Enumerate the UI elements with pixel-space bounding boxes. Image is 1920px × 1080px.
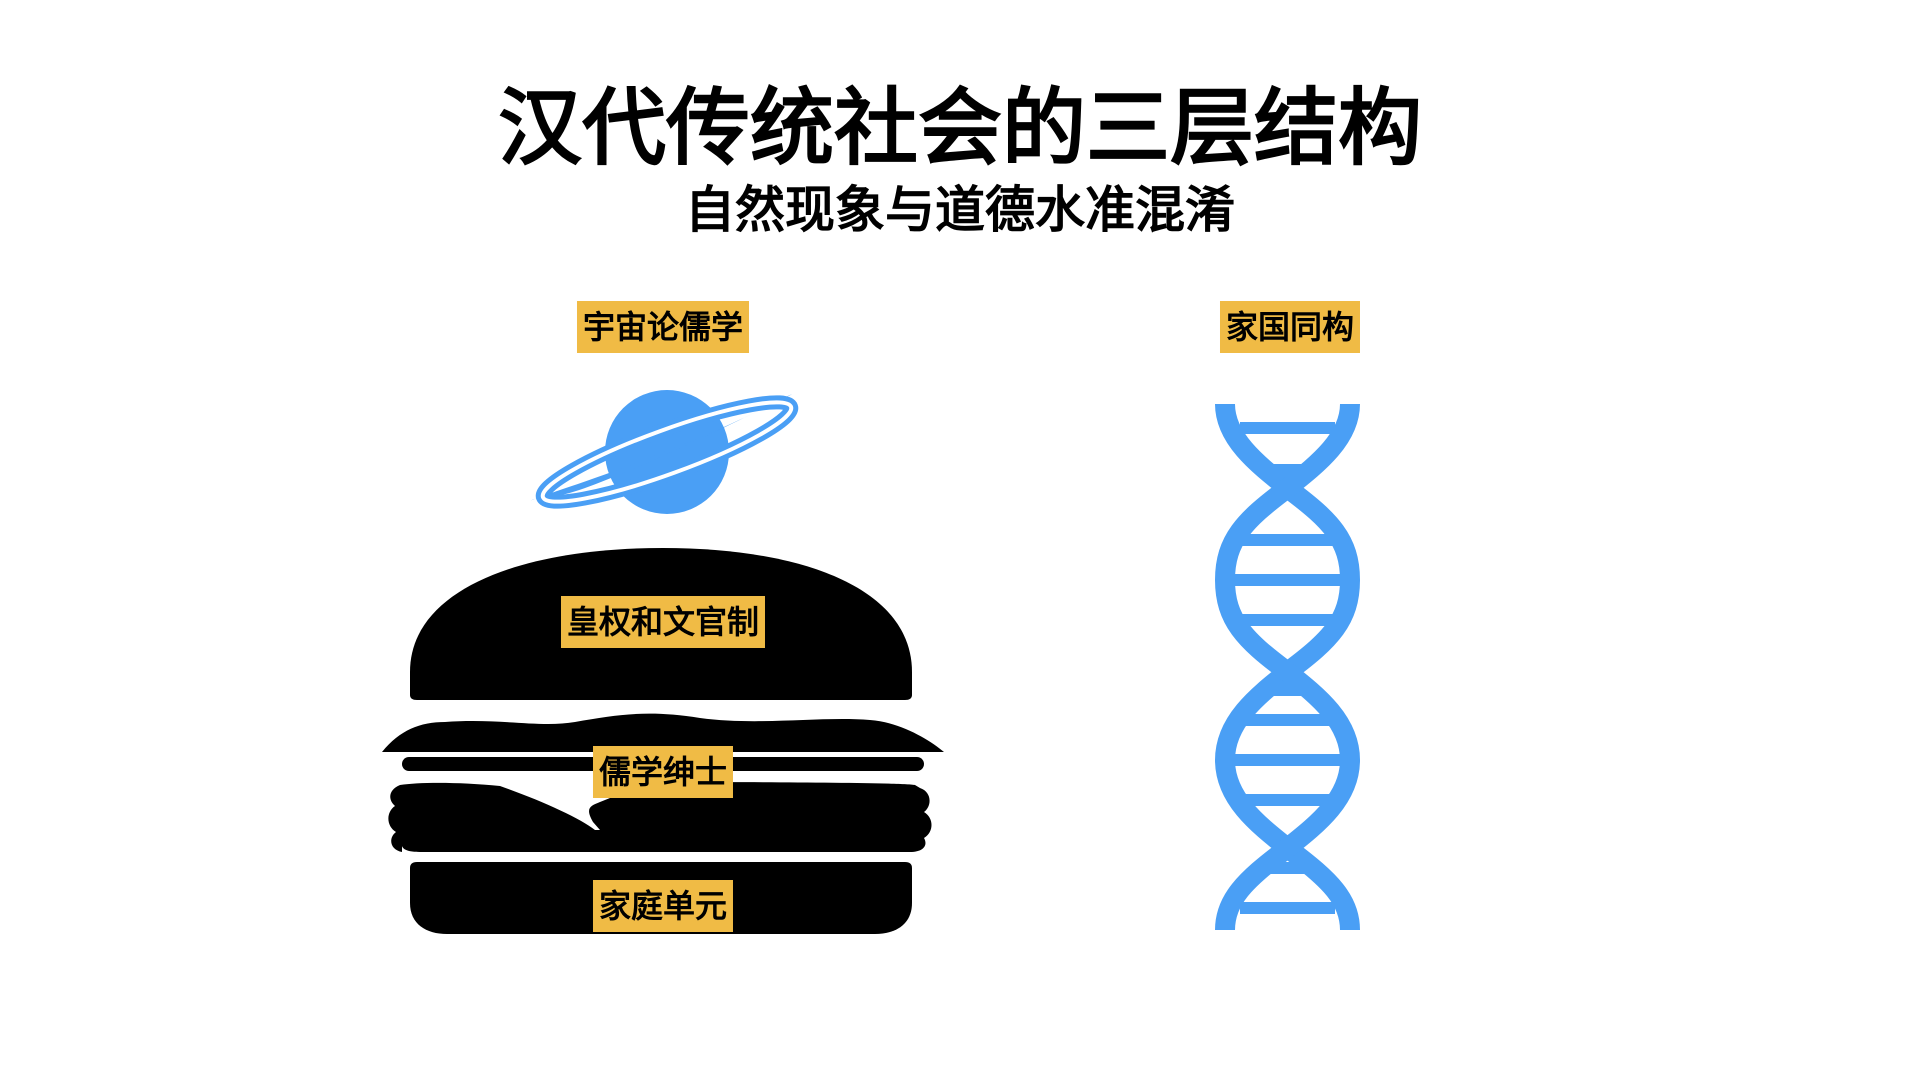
layer-label-imperial-bureaucracy: 皇权和文官制	[560, 596, 766, 648]
layer-label-family-unit: 家庭单元	[592, 880, 734, 932]
family-state-isomorphism-label: 家国同构	[1219, 301, 1361, 353]
slide-title: 汉代传统社会的三层结构	[497, 79, 1422, 177]
layer-label-confucian-gentry: 儒学绅士	[592, 746, 734, 798]
burger-patty	[388, 782, 932, 852]
burger-lettuce	[382, 713, 944, 752]
slide-subtitle: 自然现象与道德水准混淆	[685, 181, 1235, 239]
saturn-planet-icon	[530, 390, 799, 514]
dna-double-helix-icon	[1214, 403, 1361, 931]
cosmological-confucianism-label: 宇宙论儒学	[576, 301, 750, 353]
